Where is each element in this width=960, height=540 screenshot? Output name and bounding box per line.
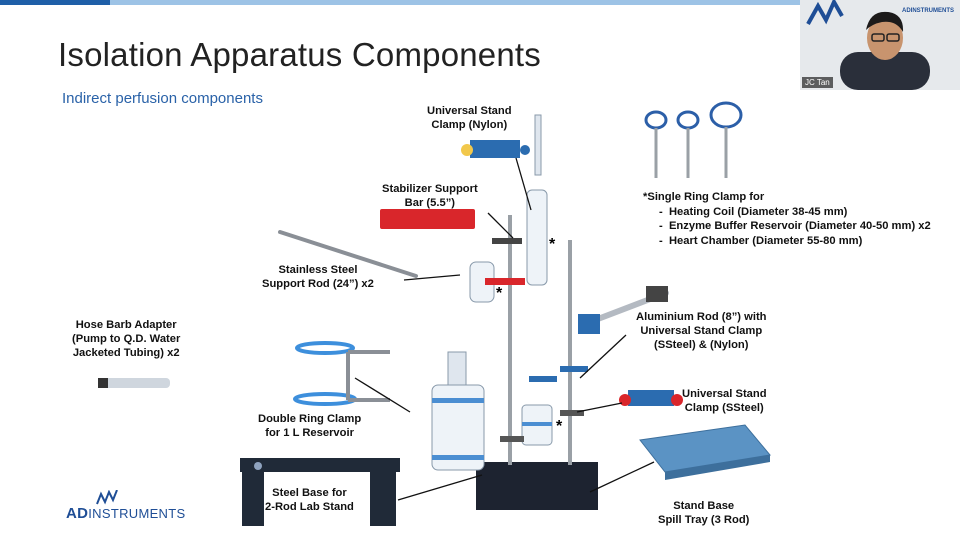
slide-top-bar [0, 0, 960, 5]
video-logo-text: ADINSTRUMENTS [902, 8, 954, 14]
participant-name: JC Tan [802, 77, 833, 88]
brand-logo: ADINSTRUMENTS [66, 505, 186, 522]
heating-coil-image [526, 189, 548, 286]
list-item: - Enzyme Buffer Reservoir (Diameter 40-5… [659, 220, 931, 232]
hose-barb-image [98, 378, 170, 388]
participant-video[interactable]: ADINSTRUMENTS JC Tan [800, 0, 960, 90]
asterisk-marker: * [549, 236, 556, 253]
label-stand-clamp-nylon: Universal Stand Clamp (Nylon) [427, 105, 512, 131]
participant-video-frame [800, 0, 960, 90]
brand-watermark-icon [806, 0, 844, 25]
label-support-rod: Stainless Steel Support Rod (24”) x2 [262, 264, 374, 290]
label-stabilizer-bar: Stabilizer Support Bar (5.5”) [382, 183, 478, 209]
label-steel-base: Steel Base for 2-Rod Lab Stand [265, 487, 354, 513]
red-clamp [485, 278, 525, 285]
steel-base-image [240, 458, 400, 526]
aluminium-rod-image [578, 286, 669, 334]
spill-tray-image [639, 424, 771, 480]
brand-mark-icon [96, 490, 118, 505]
stand-rod-right [568, 240, 572, 465]
list-item: - Heart Chamber (Diameter 55-80 mm) [659, 234, 863, 247]
list-item: - Heating Coil (Diameter 38-45 mm) [659, 205, 848, 218]
label-stand-clamp-steel: Universal Stand Clamp (SSteel) [682, 388, 767, 414]
stabilizer-bar-image [380, 209, 475, 229]
stand-base-image [476, 462, 598, 510]
asterisk-marker: * [496, 285, 503, 302]
label-aluminium-rod: Aluminium Rod (8”) with Universal Stand … [636, 311, 767, 351]
slide-subtitle: Indirect perfusion components [62, 90, 263, 107]
reservoir-1l-image [431, 351, 485, 471]
slide-title: Isolation Apparatus Components [58, 36, 541, 73]
asterisk-marker: * [556, 418, 563, 435]
callout-arrows [354, 157, 655, 501]
single-ring-clamp-list: *Single Ring Clamp for - Heating Coil (D… [643, 190, 931, 248]
label-hose-barb: Hose Barb Adapter (Pump to Q.D. Water Ja… [72, 319, 181, 359]
stand-rod-left [508, 215, 512, 465]
label-spill-tray: Stand Base Spill Tray (3 Rod) [658, 500, 750, 526]
nylon-clamp-image [461, 140, 530, 158]
double-ring-clamp-image [293, 341, 390, 406]
single-ring-heading: *Single Ring Clamp for [643, 191, 765, 203]
label-double-ring-clamp: Double Ring Clamp for 1 L Reservoir [258, 413, 362, 439]
steel-clamp-image [619, 390, 683, 406]
single-ring-clamps-image [644, 101, 743, 178]
support-rod-image [278, 230, 418, 278]
